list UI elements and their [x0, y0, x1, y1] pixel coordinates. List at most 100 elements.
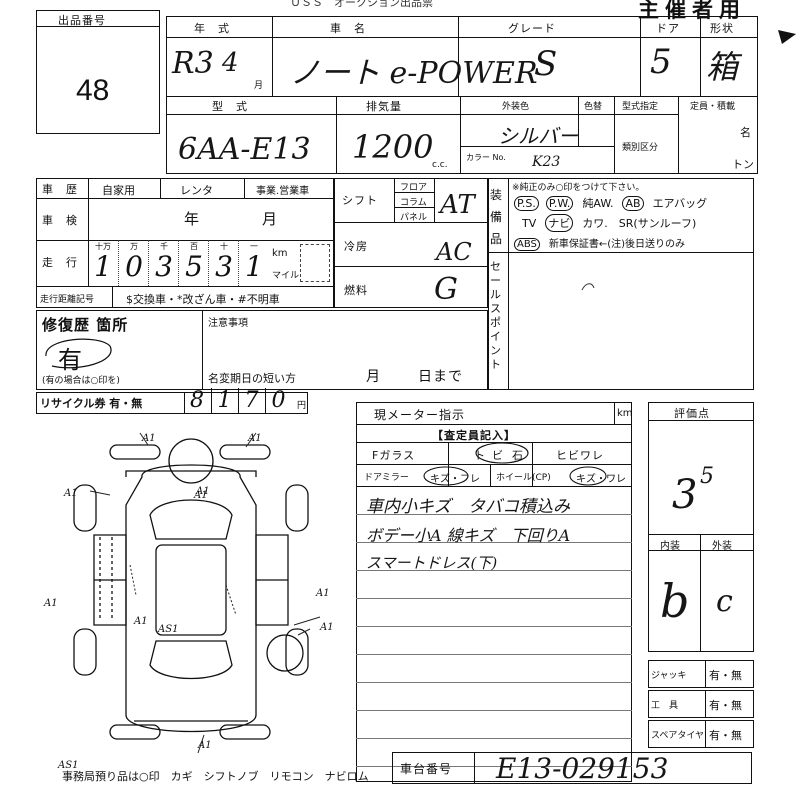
inspection-month-unit: 月 [262, 210, 279, 228]
wheel-right-mid [266, 634, 304, 672]
note-line [356, 766, 632, 767]
mileage-digit: 1 [245, 250, 263, 283]
grade-value: S [534, 44, 558, 84]
grade-score-label: 評価点 [674, 407, 710, 420]
year-value: R3 [172, 46, 214, 81]
mileage-record-options[interactable]: $交換車・*改ざん車・#不明車 [126, 293, 280, 306]
repair-box [36, 310, 488, 390]
exterior-label: 外装 [712, 541, 732, 552]
recycle-unit: 円 [297, 401, 307, 411]
shift-option-floor[interactable]: フロア [400, 183, 428, 193]
chassis-value: E13-029153 [496, 752, 669, 785]
transfer-month: 月 [366, 369, 381, 385]
caution-label: 注意事項 [208, 318, 248, 329]
recycle-label: リサイクル券 有・無 [40, 397, 143, 410]
mileage-record-label: 走行距離記号 [40, 295, 95, 305]
damage-mark: A1 [198, 740, 212, 751]
tire-front-right [219, 444, 271, 460]
equipment-option[interactable]: 新車保証書←(注)後日送りのみ [548, 239, 686, 250]
note-line [356, 682, 632, 683]
equipment-option[interactable]: P.S. [514, 196, 539, 211]
grade-score-main: 3 [672, 472, 698, 518]
damage-mark: A1 [316, 588, 330, 599]
equipment-row-3: ABS 新車保証書←(注)後日送りのみ [514, 235, 694, 251]
inspector-header: 【査定員記入】 [432, 429, 516, 442]
mirror-label: ドアミラー [364, 473, 409, 483]
equipment-option[interactable]: カワ. [582, 217, 608, 230]
grade-label: グレード [508, 22, 556, 35]
mileage-place-label: 万 [130, 242, 138, 251]
interior-grade-value: b [660, 574, 690, 628]
left-bed [99, 537, 113, 621]
equipment-option[interactable]: ABS [514, 238, 540, 251]
damage-mark: A1 [142, 433, 156, 444]
damage-mark: A1 [248, 433, 262, 444]
capacity-unit-people: 名 [740, 126, 751, 139]
equipment-option[interactable]: エアバッグ [652, 197, 708, 210]
accessory-label: スペアタイヤ [651, 731, 703, 741]
equipment-option[interactable]: SR(サンルーフ) [618, 217, 697, 230]
mileage-digit: 0 [125, 250, 143, 283]
year-label: 年 式 [194, 22, 230, 35]
equipment-option[interactable]: AB [622, 196, 644, 211]
glass-option-bi[interactable]: ビ [492, 449, 504, 462]
accessory-label: ジャッキ [651, 671, 687, 681]
equipment-option[interactable]: TV [522, 217, 537, 230]
cc-unit: c.c. [432, 160, 448, 170]
displacement-value: 1200 [352, 128, 434, 166]
recycle-digit: 8 [190, 388, 204, 413]
mileage-place-label: 十 [220, 242, 228, 251]
history-option-rental[interactable]: レンタ [180, 184, 213, 197]
equipment-option[interactable]: 純AW. [582, 197, 614, 210]
equipment-option[interactable]: ナビ [545, 214, 574, 232]
accessory-options[interactable]: 有・無 [709, 699, 742, 712]
accessory-options[interactable]: 有・無 [709, 729, 742, 742]
note-line [356, 514, 632, 515]
tire-front-left [109, 444, 161, 460]
fuel-label: 燃料 [344, 284, 368, 297]
body-value: 箱 [706, 48, 739, 86]
history-option-private[interactable]: 自家用 [102, 184, 135, 197]
grade-box [648, 402, 754, 652]
mileage-label: 走 行 [42, 256, 78, 269]
mileage-digit: 1 [94, 250, 112, 283]
repair-value[interactable]: 有 [58, 346, 82, 374]
model-label: 型 式 [212, 100, 248, 113]
shift-option-panel[interactable]: パネル [400, 213, 428, 223]
lot-number-label: 出品番号 [58, 14, 106, 27]
chassis-label: 車台番号 [400, 762, 453, 776]
ac-value: AC [436, 238, 472, 266]
damage-mark: A1 [320, 622, 334, 633]
history-option-business[interactable]: 事業.営業車 [256, 186, 310, 197]
accessory-row: スペアタイヤ有・無 [648, 720, 754, 748]
accessory-options[interactable]: 有・無 [709, 669, 742, 682]
recycle-digit: 7 [238, 388, 264, 414]
year-month-mark: 4 [222, 48, 239, 78]
glass-option-to[interactable]: ト [474, 449, 486, 462]
mirror-options[interactable]: キズ・フレ [430, 474, 480, 485]
mileage-unit-checkbox[interactable] [300, 244, 330, 282]
color-code-value: K23 [532, 154, 561, 170]
accessories-table: ジャッキ有・無工 具有・無スペアタイヤ有・無 [648, 660, 754, 750]
lot-number: 48 [76, 74, 110, 107]
glass-circle-mark [475, 442, 529, 464]
equipment-option[interactable]: P.W. [545, 196, 574, 211]
doors-value: 5 [650, 42, 672, 82]
inspection-year-unit: 年 [184, 210, 201, 228]
equipment-note: ※純正のみ○印をつけて下さい。 [512, 183, 645, 193]
exterior-grade-value: c [716, 584, 733, 619]
vehicle-info-box [166, 16, 758, 174]
color-code-label: カラー No. [466, 153, 506, 162]
wheel-label: ホイール(CP) [496, 473, 551, 483]
office-note: 事務局預り品は○印 カギ シフトノブ リモコン ナビロム [62, 770, 369, 783]
tire-left-front [73, 484, 97, 532]
note-line [356, 598, 632, 599]
glass-option-crack[interactable]: ヒビワレ [556, 449, 604, 462]
wheel-options[interactable]: キズ・ワレ [576, 474, 626, 485]
shift-option-column[interactable]: コラム [400, 198, 427, 208]
glass-option-stone[interactable]: 石 [512, 449, 524, 462]
name-label: 車 名 [330, 22, 366, 35]
